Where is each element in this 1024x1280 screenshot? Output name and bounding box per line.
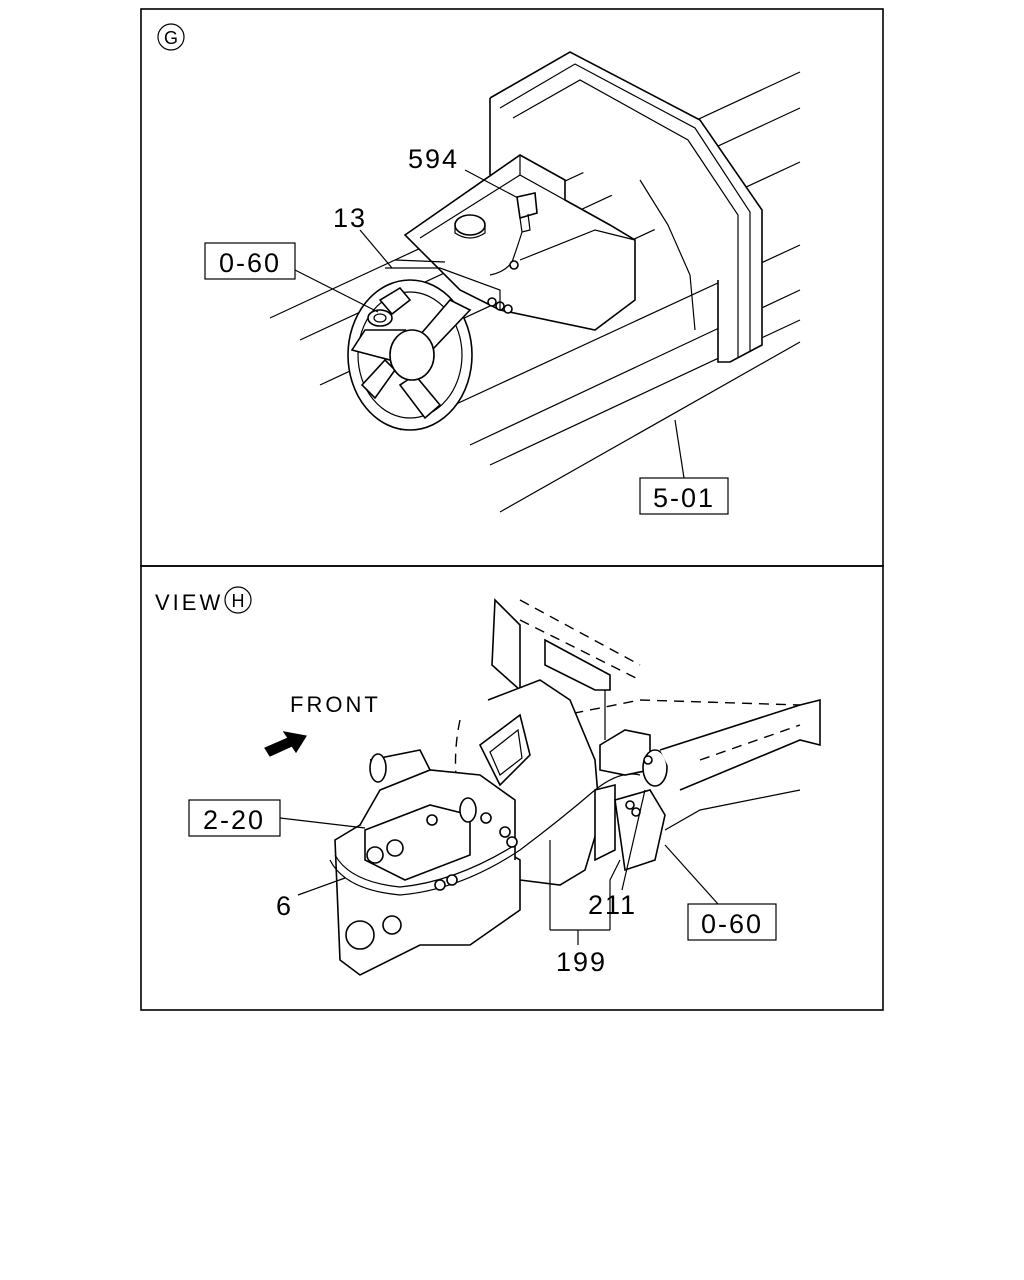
leader-199 bbox=[549, 840, 621, 945]
ref-box-5-01 bbox=[639, 477, 729, 515]
leader-13 bbox=[359, 229, 393, 269]
view-marker-h-circle bbox=[224, 586, 252, 614]
cab-outline bbox=[489, 51, 763, 363]
panel-g: G bbox=[157, 23, 801, 515]
leader-211 bbox=[621, 789, 646, 891]
view-marker-h: H bbox=[232, 591, 245, 611]
view-marker-g-circle bbox=[157, 23, 185, 51]
label-211: 211 bbox=[588, 890, 637, 920]
label-6: 6 bbox=[276, 891, 293, 921]
front-label: FRONT bbox=[290, 692, 381, 717]
bell-housing bbox=[454, 679, 601, 886]
ref-box-2-20 bbox=[188, 799, 281, 837]
ref-box-0-60-h bbox=[687, 903, 777, 941]
bolt-594 bbox=[489, 192, 538, 276]
label-ref-2-20: 2-20 bbox=[203, 805, 265, 835]
panel-h-frame bbox=[140, 565, 884, 1011]
label-199: 199 bbox=[556, 947, 607, 977]
leader-594 bbox=[464, 169, 519, 199]
front-arrow-icon bbox=[264, 731, 307, 757]
label-594: 594 bbox=[408, 144, 459, 174]
ref-box-0-60-g bbox=[204, 242, 296, 280]
engine-block bbox=[403, 154, 636, 331]
view-marker-g: G bbox=[164, 28, 178, 48]
panel-h: VIEW H FRONT bbox=[155, 586, 821, 977]
leader-6 bbox=[297, 877, 346, 896]
starter-area bbox=[594, 698, 821, 872]
fan-assembly bbox=[347, 259, 513, 431]
transmission bbox=[334, 749, 521, 976]
label-ref-0-60-g: 0-60 bbox=[219, 248, 281, 278]
leader-5-01 bbox=[674, 419, 685, 479]
leader-2-20 bbox=[279, 817, 366, 829]
leader-0-60-h bbox=[664, 844, 719, 905]
view-title: VIEW bbox=[155, 590, 223, 615]
label-ref-0-60-h: 0-60 bbox=[701, 909, 763, 939]
leader-0-60-g bbox=[294, 269, 379, 313]
label-13: 13 bbox=[333, 203, 367, 233]
label-ref-5-01: 5-01 bbox=[653, 483, 715, 513]
wiring-harness bbox=[329, 773, 641, 896]
